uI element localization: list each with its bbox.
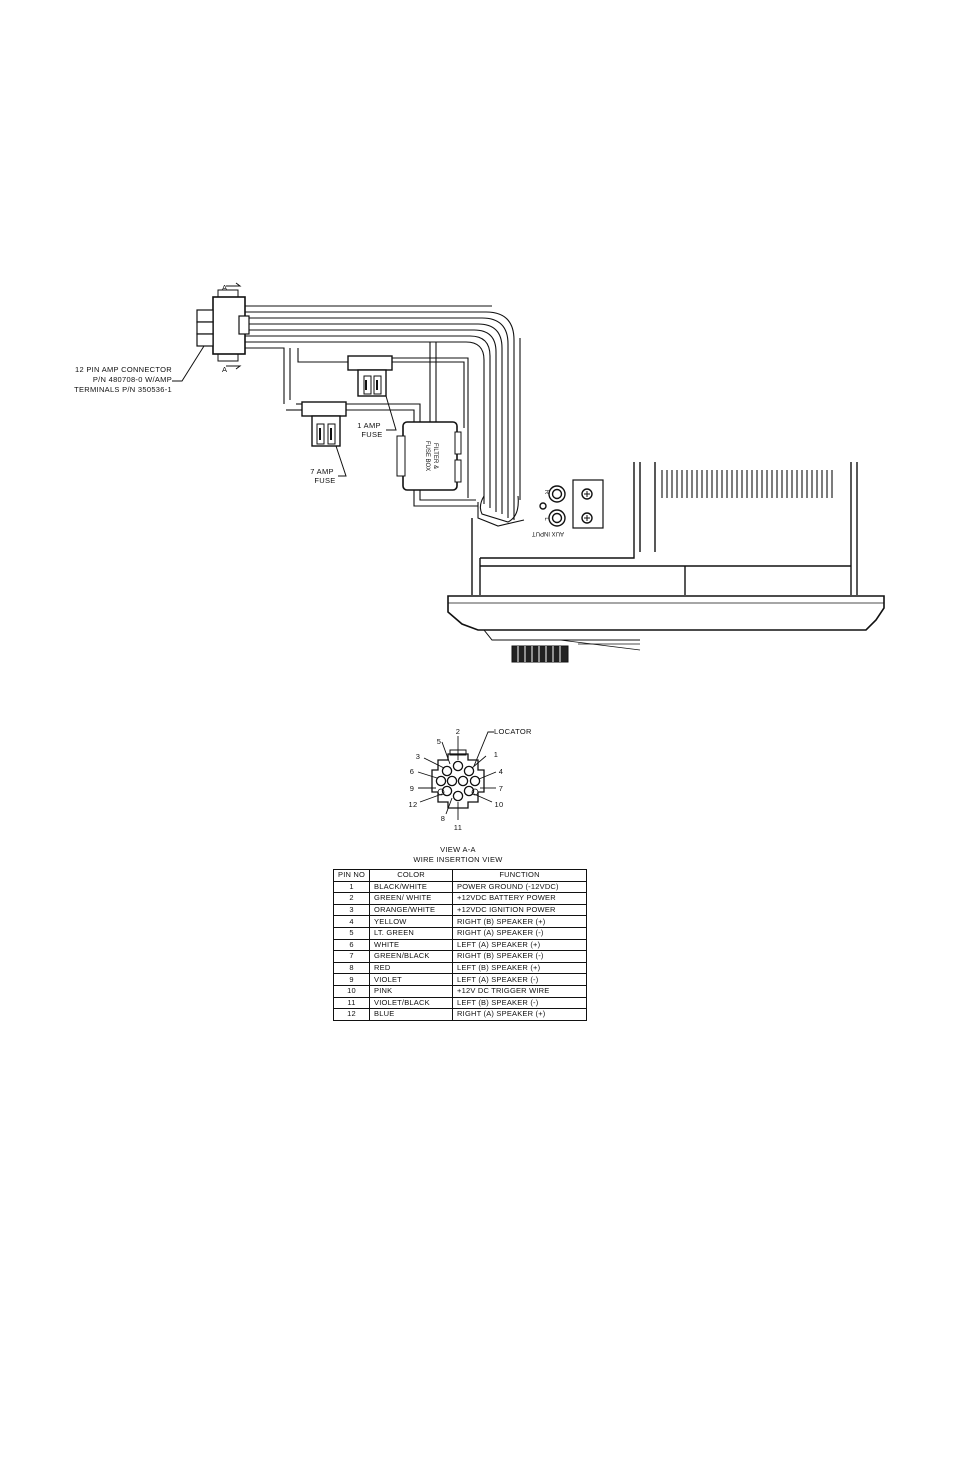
- fuse-1amp-label-line2: FUSE: [361, 430, 382, 439]
- pin-callout-9: 9: [410, 784, 414, 793]
- aux-jack-plus-icon: [584, 491, 590, 521]
- function-cell: RIGHT (B) SPEAKER (+): [452, 915, 588, 928]
- view-title-line1: VIEW A-A: [440, 845, 476, 854]
- pin-callout-8: 8: [441, 814, 445, 823]
- function-cell: LEFT (A) SPEAKER (+): [452, 938, 588, 952]
- pin-cell: 5: [332, 926, 371, 940]
- pin-callout-10: 10: [495, 800, 504, 809]
- pin-cell: 2: [332, 892, 371, 905]
- function-cell: +12VDC BATTERY POWER: [452, 892, 588, 905]
- pin-callout-5: 5: [437, 737, 441, 746]
- function-cell: +12VDC IGNITION POWER: [452, 903, 588, 917]
- function-cell: LEFT (A) SPEAKER (-): [452, 973, 588, 986]
- color-cell: LT. GREEN: [369, 926, 454, 940]
- pin-cell: 4: [332, 915, 371, 928]
- section-marker-bottom: A: [222, 365, 227, 374]
- pin-callout-7: 7: [499, 784, 503, 793]
- pin-cell: 3: [332, 903, 371, 917]
- aux-l-label: L: [543, 517, 549, 521]
- aux-jacks: [539, 485, 593, 527]
- filter-fuse-box: [396, 421, 462, 491]
- pin-callout-11: 11: [454, 823, 462, 832]
- function-cell: LEFT (B) SPEAKER (-): [452, 996, 588, 1010]
- color-cell: GREEN/ WHITE: [369, 892, 454, 905]
- pin-cell: 10: [332, 984, 371, 998]
- view-title-line2: WIRE INSERTION VIEW: [413, 855, 503, 864]
- pin-callout-leaders: [417, 731, 497, 820]
- filter-box-label-line1: FILTER &: [432, 443, 438, 469]
- vent-slots: [661, 470, 833, 498]
- pin-cell: 1: [332, 880, 371, 894]
- pin-cell: 11: [332, 996, 371, 1010]
- color-cell: BLUE: [369, 1008, 454, 1021]
- wire-harness: [245, 305, 525, 527]
- function-cell: POWER GROUND (-12VDC): [452, 880, 588, 894]
- connector-label-line3: TERMINALS P/N 350536-1: [74, 385, 172, 394]
- color-cell: RED: [369, 961, 454, 975]
- function-cell: LEFT (B) SPEAKER (+): [452, 961, 588, 975]
- aux-r-label: R: [543, 490, 549, 495]
- color-cell: VIOLET: [369, 973, 454, 986]
- color-cell: VIOLET/BLACK: [369, 996, 454, 1010]
- function-header: FUNCTION: [452, 869, 588, 882]
- pin-callout-1: 1: [494, 750, 498, 759]
- fuse-7amp: [301, 401, 347, 447]
- fuse-1amp-leader: [385, 395, 397, 431]
- table-header-row: PIN NO COLOR FUNCTION: [332, 869, 588, 882]
- connector-label-line2: P/N 480708-0 W/AMP: [93, 375, 172, 384]
- fuse-1amp: [347, 355, 393, 397]
- fuse-7amp-leader: [335, 445, 347, 477]
- fuse-7amp-label-line2: FUSE: [314, 476, 335, 485]
- pin-callout-6: 6: [410, 767, 414, 776]
- function-cell: RIGHT (A) SPEAKER (+): [452, 1008, 588, 1021]
- volume-knob: [511, 645, 569, 663]
- fuse-7amp-label-line1: 7 AMP: [310, 467, 334, 476]
- connector-label-line1: 12 PIN AMP CONNECTOR: [75, 365, 172, 374]
- connector-leader: [172, 345, 205, 382]
- pin-callout-2: 2: [456, 727, 460, 736]
- filter-box-label-line2: FUSE BOX: [424, 441, 430, 471]
- aux-input-label: AUX INPUT: [532, 530, 564, 536]
- fuse-1amp-label-line1: 1 AMP: [357, 421, 381, 430]
- stereo-unit: [447, 462, 885, 651]
- color-cell: WHITE: [369, 938, 454, 952]
- pin-callout-3: 3: [416, 752, 420, 761]
- section-marker-top: A: [222, 283, 227, 292]
- color-cell: ORANGE/WHITE: [369, 903, 454, 917]
- section-arrow-icon: [226, 282, 242, 370]
- color-header: COLOR: [369, 869, 454, 882]
- pin-cell: 7: [332, 950, 371, 963]
- function-cell: RIGHT (B) SPEAKER (-): [452, 950, 588, 963]
- pin-connector: [196, 289, 250, 362]
- pin-no-header: PIN NO: [332, 869, 371, 882]
- color-cell: BLACK/WHITE: [369, 880, 454, 894]
- pin-cell: 6: [332, 938, 371, 952]
- pin-callout-12: 12: [409, 800, 418, 809]
- color-cell: GREEN/BLACK: [369, 950, 454, 963]
- pin-cell: 9: [332, 973, 371, 986]
- color-cell: PINK: [369, 984, 454, 998]
- pin-cell: 8: [332, 961, 371, 975]
- pin-cell: 12: [332, 1008, 371, 1021]
- function-cell: RIGHT (A) SPEAKER (-): [452, 926, 588, 940]
- locator-label: LOCATOR: [494, 727, 532, 736]
- pin-callout-4: 4: [499, 767, 503, 776]
- color-cell: YELLOW: [369, 915, 454, 928]
- function-cell: +12V DC TRIGGER WIRE: [452, 984, 588, 998]
